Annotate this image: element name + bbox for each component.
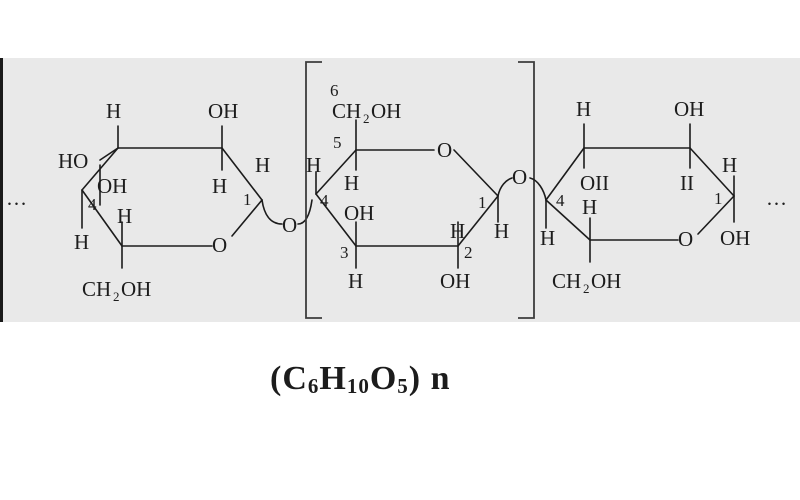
ring2-bond-o-c1 [453,149,499,197]
glucose-ring-right: H OH H OII II 4 H 1 H O OH CH 2 OH [540,97,750,296]
ring3-label-c4-number: 4 [556,191,565,210]
diagram-background-panel [0,58,800,322]
ring3-label-oh-c3: OII [580,171,609,195]
ring1-label-c1-number: 1 [243,190,252,209]
formula-h-subscript: 10 [346,374,370,398]
ring2-ch2oh-oh: OH [371,99,401,123]
ring2-ch2oh-sub: 2 [363,111,370,126]
ring1-label-h-c5: H [117,204,132,228]
ring2-bond-c1-c2 [457,195,499,247]
ring1-ch2oh-ch: CH [82,277,111,301]
ring1-ch2oh-sub: 2 [113,289,120,304]
ring1-bond-c1-o [231,199,263,237]
ring2-label-c3-number: 3 [340,243,349,262]
ring3-bond-c4-c3 [545,147,585,201]
ring1-bond-c4-c5 [81,189,123,247]
ring1-label-c4-number: 4 [88,195,97,214]
ring3-ch2oh-ch: CH [552,269,581,293]
ring1-label-ch2oh: CH 2 OH [82,277,151,304]
glycosidic-bond-1-4-left [261,199,283,225]
glycosidic-oxygen-right: O [512,165,527,189]
molecular-formula: (C6H10O5) n [270,360,451,410]
ring3-label-ring-oxygen: O [678,227,693,251]
ring3-label-h-top: H [576,97,591,121]
ring2-label-h-c2: H [450,219,465,243]
ring1-ch2oh-oh: OH [121,277,151,301]
ring1-label-ho: HO [58,149,88,173]
formula-o: O [369,360,398,397]
ring2-label-h-c3: H [348,269,363,293]
ring1-bond-c2-c1 [221,147,263,201]
bracket-right [518,61,535,319]
ring3-label-oh-c1: OH [720,226,750,250]
ellipsis-right: … [766,186,787,210]
ring3-label-h-c1: H [722,153,737,177]
repeat-unit-bracket [305,61,535,319]
ring3-label-h-c2: II [680,171,694,195]
ring3-bond-c1-o [697,195,735,235]
ring1-label-oh-c4: OH [97,174,127,198]
glycosidic-oxygen-left: O [282,213,297,237]
ring2-label-ch2oh: CH 2 OH [332,99,401,126]
formula-open: (C [270,360,308,397]
ring3-bond-c2-c1 [689,147,735,197]
ring1-label-ring-oxygen: O [212,233,227,257]
glucose-ring-middle: 6 CH 2 OH 5 O H H 4 OH 1 H H 3 2 H OH O [306,81,547,293]
ring3-ch2oh-oh: OH [591,269,621,293]
ring2-label-h-c1: H [494,219,509,243]
ring1-label-h-c1: H [255,153,270,177]
ring3-label-oh-top: OH [674,97,704,121]
ring1-label-h-top: H [106,99,121,123]
ring2-label-ring-oxygen: O [437,138,452,162]
ring3-label-ch2oh: CH 2 OH [552,269,621,296]
panel-left-border [0,58,3,322]
ring2-label-oh-c2: OH [440,269,470,293]
ring3-label-c1-number: 1 [714,189,723,208]
ring2-label-h-c4: H [306,153,321,177]
ring2-label-c1-number: 1 [478,193,487,212]
ellipsis-left: … [6,186,27,210]
formula-o-subscript: 5 [397,374,409,398]
ring1-label-h-c4: H [74,230,89,254]
ring2-bond-c4-c5 [315,149,357,195]
formula-h: H [319,360,347,397]
formula-close: ) n [408,360,451,397]
ring1-bond-c3-ho [99,147,119,161]
bracket-left [305,61,322,319]
ring1-label-oh-top: OH [208,99,238,123]
ring2-label-h-c5: H [344,171,359,195]
glycosidic-bond-oxygen-left [297,199,313,225]
glucose-ring-left: H OH HO OH 4 H H H H 1 O O CH 2 OH [58,99,313,304]
ring2-label-c2-number: 2 [464,243,473,262]
ring2-label-c5-number: 5 [333,133,342,152]
ring3-label-h-c4: H [540,226,555,250]
formula-c-subscript: 6 [307,374,320,398]
glycosidic-bond-oxygen-right [529,177,547,201]
ring1-label-h-c2: H [212,174,227,198]
ring2-label-c6-number: 6 [330,81,339,100]
glycosidic-bond-1-4-right [497,177,513,197]
ring2-bond-c3-c4 [315,193,357,247]
ring3-bond-c5-c4 [545,199,591,241]
ring3-ch2oh-sub: 2 [583,281,590,296]
ring3-label-h-c5: H [582,195,597,219]
ring2-ch2oh-ch: CH [332,99,361,123]
ring2-label-oh-c3: OH [344,201,374,225]
ring2-label-c4-number: 4 [320,191,329,210]
